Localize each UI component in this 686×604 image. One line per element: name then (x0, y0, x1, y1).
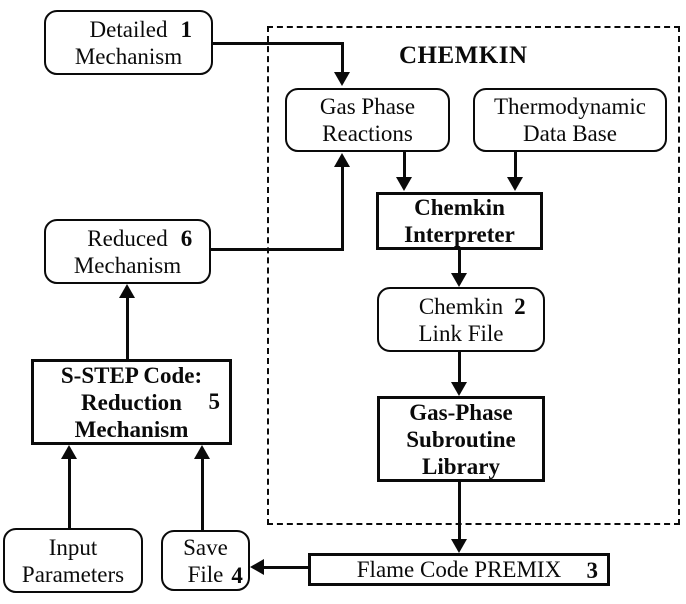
arrow-thermo-to-interpreter-segment (514, 152, 517, 179)
node-label: Mechanism (73, 252, 182, 278)
arrowhead-down-icon (507, 177, 523, 191)
arrow-interpreter-to-linkfile-segment (458, 250, 461, 275)
node-label: Reduction (81, 389, 182, 415)
node-label: Mechanism (74, 43, 183, 69)
arrow-sstep-to-reduced-segment (126, 297, 129, 359)
arrowhead-down-icon (451, 273, 467, 287)
node-label: Mechanism (74, 416, 189, 442)
node-label: Library (422, 453, 500, 479)
node-label: Chemkin (414, 195, 505, 220)
node-label: Data Base (523, 121, 617, 146)
arrowhead-up-icon (119, 284, 135, 298)
node-label: S-STEP Code: (60, 362, 203, 388)
node-label: Gas-Phase (409, 399, 513, 425)
node-chemkin-interpreter: Chemkin Interpreter (376, 192, 543, 250)
arrow-detailed-to-gasphase-segment (213, 42, 344, 45)
node-detailed-mechanism: Detailed 1 Mechanism (44, 10, 213, 75)
arrow-linkfile-to-library-segment (458, 352, 461, 384)
arrowhead-up-icon (194, 445, 210, 459)
arrow-gasphase-to-interpreter-segment (403, 152, 406, 179)
node-label: Reduced (87, 225, 168, 251)
arrow-library-to-premix-segment (458, 482, 461, 541)
arrowhead-down-icon (396, 177, 412, 191)
node-label: Thermodynamic (493, 94, 646, 119)
arrow-premix-to-savefile-segment (262, 566, 308, 569)
node-label: Flame Code PREMIX (356, 557, 562, 582)
node-label: Input (48, 534, 98, 560)
chemkin-dashed-boundary (267, 26, 680, 525)
node-label: File (187, 561, 224, 587)
node-label: Chemkin (418, 293, 504, 319)
node-label: Save (183, 534, 228, 560)
step-number-4: 4 (231, 562, 243, 588)
node-label: Subroutine (406, 426, 516, 452)
node-label: Interpreter (404, 222, 515, 247)
step-number-5: 5 (208, 389, 221, 414)
step-number-2: 2 (514, 293, 526, 319)
node-thermodynamic-data-base: Thermodynamic Data Base (473, 88, 667, 152)
arrow-reduced-to-gasphase-segment (341, 166, 344, 251)
chemkin-title: CHEMKIN (399, 42, 528, 69)
step-number-1: 1 (180, 16, 192, 42)
node-label: Parameters (21, 561, 125, 587)
node-gas-phase-reactions: Gas Phase Reactions (285, 88, 450, 152)
node-label: Link File (418, 320, 504, 346)
arrowhead-up-icon (61, 445, 77, 459)
node-label: Gas Phase (319, 94, 416, 119)
node-flame-code-premix: Flame Code PREMIX 3 (308, 553, 610, 586)
arrowhead-down-icon (451, 539, 467, 553)
arrow-savefile-to-sstep-segment (201, 458, 204, 530)
arrowhead-left-icon (250, 559, 264, 575)
arrowhead-down-icon (334, 72, 350, 86)
node-chemkin-link-file: Chemkin 2 Link File (377, 287, 545, 352)
node-input-parameters: Input Parameters (3, 528, 143, 593)
step-number-3: 3 (586, 558, 599, 583)
node-reduced-mechanism: Reduced 6 Mechanism (44, 219, 211, 284)
arrow-input-to-sstep-segment (68, 458, 71, 530)
arrow-reduced-to-gasphase-segment (211, 248, 344, 251)
arrowhead-down-icon (451, 382, 467, 396)
node-label: Reactions (322, 121, 413, 146)
arrowhead-up-icon (334, 153, 350, 167)
node-gas-phase-subroutine-library: Gas-Phase Subroutine Library (377, 396, 545, 482)
step-number-6: 6 (180, 225, 193, 251)
node-s-step-code: S-STEP Code: Reduction Mechanism 5 (31, 359, 232, 445)
node-label: Detailed (89, 16, 168, 42)
arrow-detailed-to-gasphase-segment (341, 42, 344, 73)
node-save-file: Save File 4 (161, 530, 250, 591)
